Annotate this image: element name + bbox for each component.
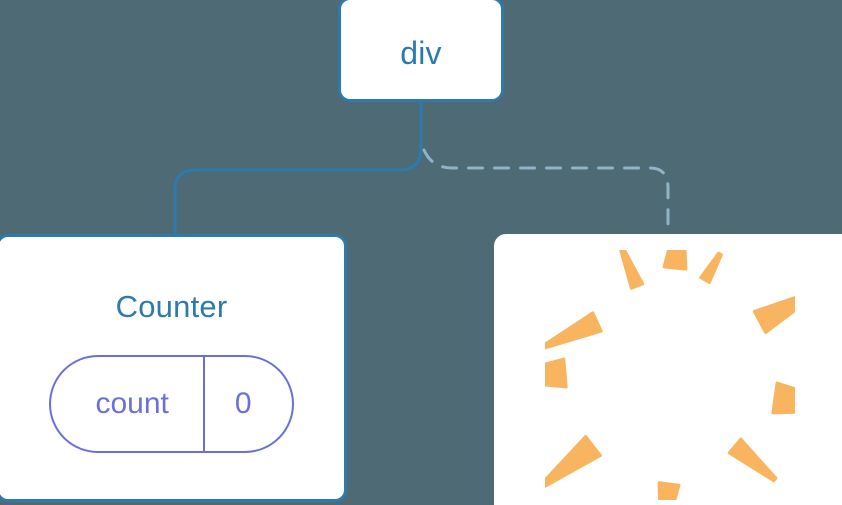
node-div[interactable]: div [338,0,504,102]
sparkle-burst-svg [545,249,795,500]
sparkle-burst-icon [545,249,795,500]
node-counter[interactable]: Counter count 0 [0,234,347,502]
node-counter-label: Counter [115,289,228,324]
ray-sw [545,434,602,488]
state-value: 0 [234,387,252,420]
connector-root-to-loading [422,148,670,238]
state-pill-count[interactable]: count 0 [49,355,294,453]
ray-ene [752,295,795,334]
ray-n [662,249,688,271]
node-loading[interactable] [494,234,842,505]
node-div-label: div [400,34,442,71]
ray-nne [619,249,645,290]
ray-nne2 [699,251,723,284]
ray-w [545,357,568,388]
connector-root-to-counter [173,100,423,238]
state-pill-divider [202,357,205,451]
ray-nw [545,310,603,349]
ray-e [771,381,795,414]
ray-s [657,480,681,500]
ray-sse [727,437,778,482]
state-key: count [95,387,169,420]
